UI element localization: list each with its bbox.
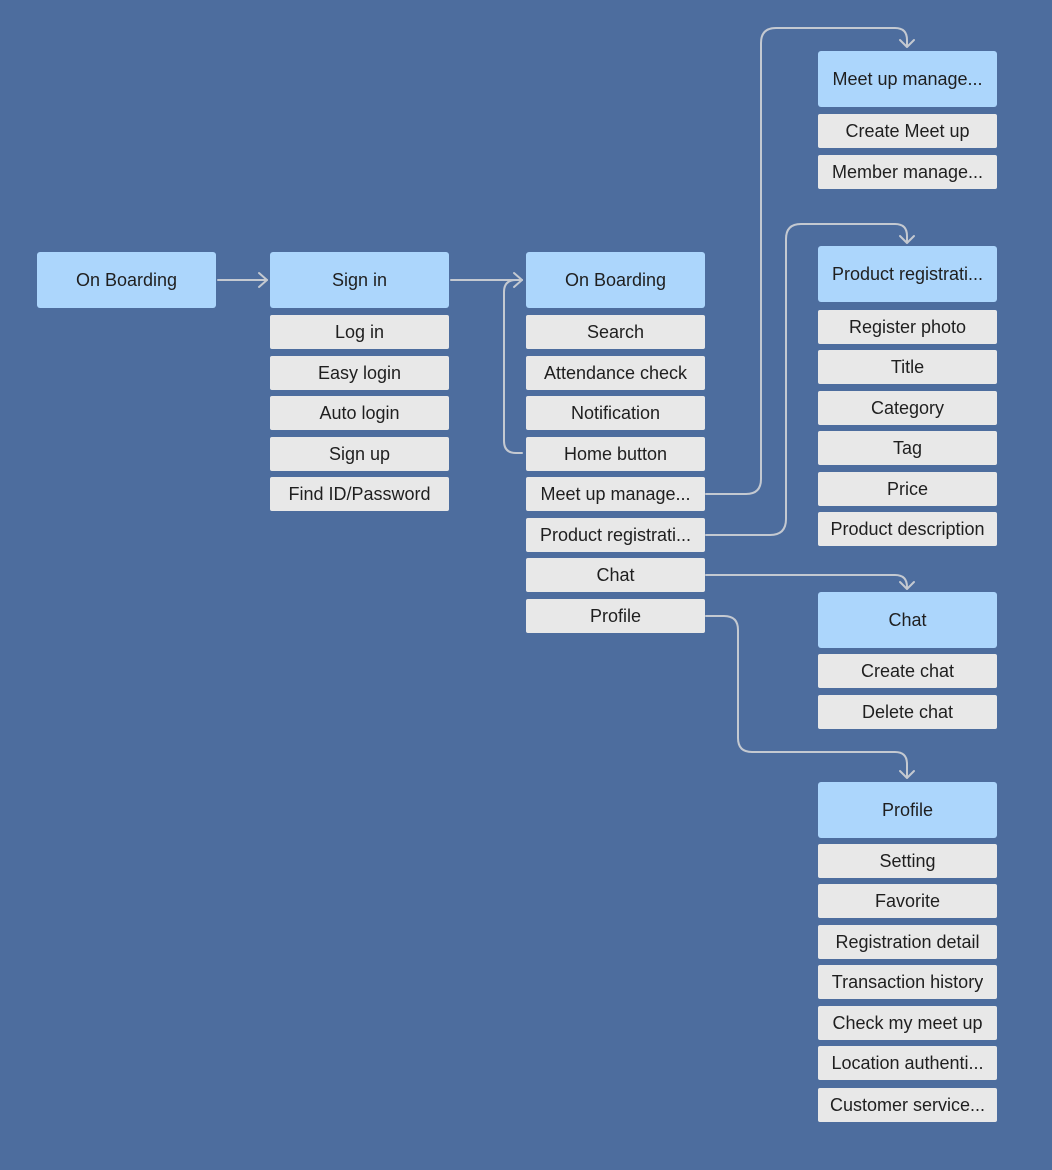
chat-item-label: Create chat [860, 660, 955, 681]
chat-item-label: Delete chat [861, 701, 954, 722]
arrow-home-button-loop [503, 279, 523, 454]
home-item-search[interactable]: Search [526, 315, 705, 349]
meetup-node[interactable]: Meet up manage... [818, 51, 997, 107]
profile-item-favorite[interactable]: Favorite [818, 884, 997, 918]
profile-item-label: Favorite [874, 890, 941, 911]
meetup-node-label: Meet up manage... [832, 68, 983, 89]
product-item-label: Product description [830, 518, 985, 539]
chat-item-create[interactable]: Create chat [818, 654, 997, 688]
onboarding-node-label: On Boarding [75, 269, 178, 290]
home-item-label: Meet up manage... [540, 483, 691, 504]
signin-item-easy-login[interactable]: Easy login [270, 356, 449, 390]
product-node-label: Product registrati... [831, 263, 984, 284]
profile-item-registration-detail[interactable]: Registration detail [818, 925, 997, 959]
arrowhead-signin-to-home [513, 272, 523, 288]
signin-item-auto-login[interactable]: Auto login [270, 396, 449, 430]
onboarding-node[interactable]: On Boarding [37, 252, 216, 308]
arrowhead-chat-branch [899, 581, 915, 590]
profile-item-label: Setting [879, 850, 936, 871]
profile-item-label: Registration detail [835, 931, 980, 952]
profile-node[interactable]: Profile [818, 782, 997, 838]
product-item-label: Register photo [848, 316, 967, 337]
signin-item-label: Log in [334, 321, 385, 342]
signin-item-find-id-password[interactable]: Find ID/Password [270, 477, 449, 511]
profile-item-label: Customer service... [829, 1094, 986, 1115]
profile-node-label: Profile [881, 799, 934, 820]
chat-node[interactable]: Chat [818, 592, 997, 648]
home-item-label: Home button [563, 443, 668, 464]
product-item-label: Tag [892, 437, 923, 458]
arrowhead-profile-branch [899, 770, 915, 779]
product-item-category[interactable]: Category [818, 391, 997, 425]
signin-item-sign-up[interactable]: Sign up [270, 437, 449, 471]
product-item-price[interactable]: Price [818, 472, 997, 506]
home-item-label: Notification [570, 402, 661, 423]
profile-item-check-meetup[interactable]: Check my meet up [818, 1006, 997, 1040]
home-item-product-registration[interactable]: Product registrati... [526, 518, 705, 552]
profile-item-location-auth[interactable]: Location authenti... [818, 1046, 997, 1080]
product-item-register-photo[interactable]: Register photo [818, 310, 997, 344]
meetup-item-create[interactable]: Create Meet up [818, 114, 997, 148]
profile-item-customer-service[interactable]: Customer service... [818, 1088, 997, 1122]
home-item-home-button[interactable]: Home button [526, 437, 705, 471]
product-item-label: Price [886, 478, 928, 499]
product-item-title[interactable]: Title [818, 350, 997, 384]
signin-item-label: Auto login [319, 402, 400, 423]
product-item-label: Title [890, 356, 925, 377]
chat-node-label: Chat [888, 609, 927, 630]
signin-item-label: Sign up [328, 443, 391, 464]
home-node-label: On Boarding [564, 269, 667, 290]
arrowhead-meetup-branch [899, 39, 915, 48]
profile-item-setting[interactable]: Setting [818, 844, 997, 878]
home-item-attendance-check[interactable]: Attendance check [526, 356, 705, 390]
home-item-notification[interactable]: Notification [526, 396, 705, 430]
signin-item-label: Find ID/Password [288, 483, 431, 504]
home-node[interactable]: On Boarding [526, 252, 705, 308]
meetup-item-member-manage[interactable]: Member manage... [818, 155, 997, 189]
signin-item-log-in[interactable]: Log in [270, 315, 449, 349]
arrowhead-onboarding-to-signin [258, 272, 268, 288]
home-item-label: Profile [589, 605, 642, 626]
chat-item-delete[interactable]: Delete chat [818, 695, 997, 729]
meetup-item-label: Create Meet up [845, 120, 970, 141]
arrow-chat-branch [705, 574, 908, 589]
home-item-meetup-manage[interactable]: Meet up manage... [526, 477, 705, 511]
profile-item-label: Location authenti... [831, 1052, 984, 1073]
product-node[interactable]: Product registrati... [818, 246, 997, 302]
home-item-label: Attendance check [543, 362, 688, 383]
home-item-label: Search [586, 321, 645, 342]
home-item-label: Product registrati... [539, 524, 692, 545]
meetup-item-label: Member manage... [831, 161, 984, 182]
signin-node[interactable]: Sign in [270, 252, 449, 308]
home-item-label: Chat [596, 564, 635, 585]
signin-item-label: Easy login [317, 362, 402, 383]
arrowhead-product-branch [899, 235, 915, 244]
profile-item-label: Check my meet up [832, 1012, 983, 1033]
home-item-chat[interactable]: Chat [526, 558, 705, 592]
product-item-tag[interactable]: Tag [818, 431, 997, 465]
profile-item-label: Transaction history [831, 971, 984, 992]
profile-item-transaction-history[interactable]: Transaction history [818, 965, 997, 999]
product-item-description[interactable]: Product description [818, 512, 997, 546]
product-item-label: Category [870, 397, 945, 418]
signin-node-label: Sign in [331, 269, 388, 290]
home-item-profile[interactable]: Profile [526, 599, 705, 633]
